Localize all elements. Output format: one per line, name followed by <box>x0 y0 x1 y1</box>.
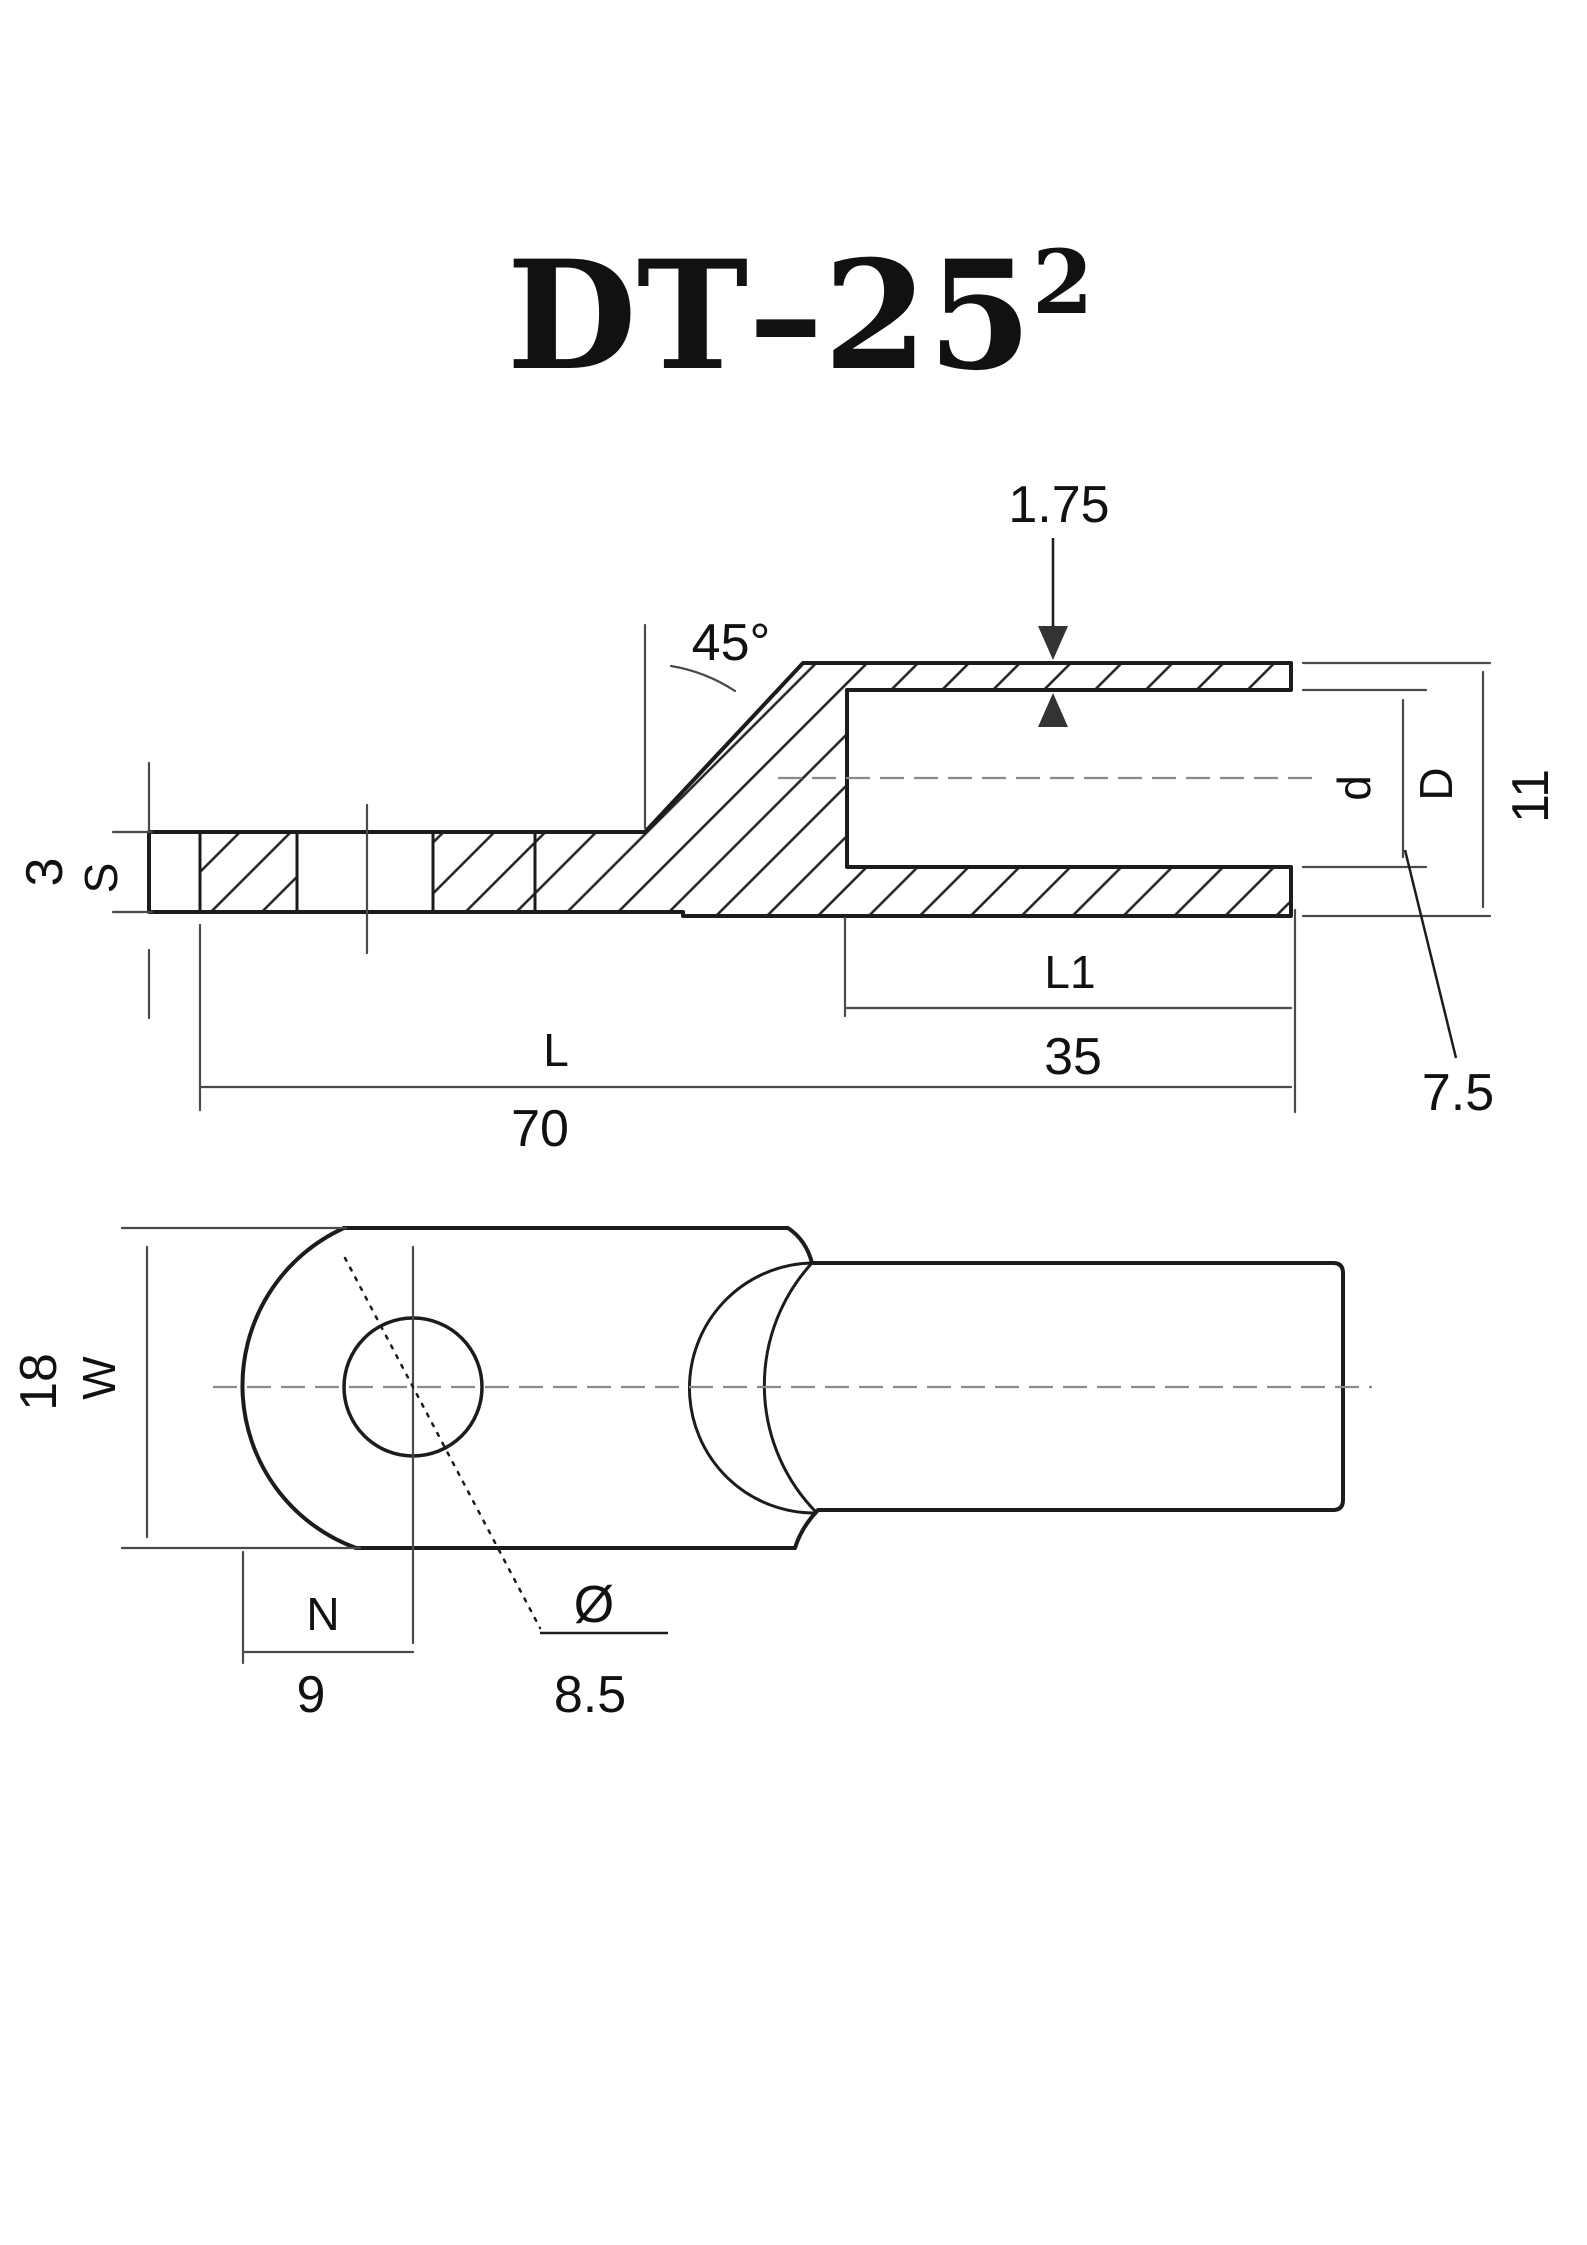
section-hatch-left-block <box>200 832 297 912</box>
D-value: 11 <box>1502 769 1560 823</box>
barrel-mouth-outer-arc <box>687 1261 818 1515</box>
part-title-superscript: 2 <box>1032 230 1093 334</box>
plan-round-end-arc <box>240 1226 358 1550</box>
arrow-up-icon <box>1038 693 1068 727</box>
side-section-view: 45° 1.75 S 3 d D 11 7.5 <box>16 476 1560 1158</box>
angle-arc <box>669 664 737 693</box>
part-title: DT–252 <box>507 228 1094 404</box>
dim-hole-offset: N 9 <box>241 1550 415 1724</box>
section-hatch-body <box>433 663 1291 916</box>
arrow-down-icon <box>1038 626 1068 660</box>
diameter-symbol: Ø <box>574 1576 614 1634</box>
dim-overall-length: L 70 <box>198 923 1293 1158</box>
s-letter: S <box>75 863 127 894</box>
barrel-mouth-inner-arc <box>762 1261 819 1515</box>
diameter-leader-diagonal <box>343 1256 542 1630</box>
dim-width: W 18 <box>10 1226 362 1550</box>
plan-view: W 18 N 9 Ø 8.5 <box>10 1226 1372 1724</box>
s-value: 3 <box>16 858 74 887</box>
dim-barrel-depth: L1 35 <box>843 908 1297 1114</box>
side-view-outline <box>147 661 1293 918</box>
w-letter: W <box>73 1356 125 1400</box>
angle-value: 45° <box>692 614 771 672</box>
D-letter: D <box>1410 767 1462 800</box>
dim-chamfer-angle: 45° <box>643 614 771 830</box>
dim-diameters: d D 11 7.5 <box>1301 661 1560 1122</box>
l1-value: 35 <box>1044 1028 1102 1086</box>
l1-letter: L1 <box>1044 946 1095 998</box>
d-value: 7.5 <box>1422 1064 1494 1122</box>
l-letter: L <box>543 1024 569 1076</box>
n-value: 9 <box>297 1666 326 1724</box>
wall-thickness-value: 1.75 <box>1008 476 1109 534</box>
diameter-value: 8.5 <box>554 1666 626 1724</box>
d-value-leader <box>1403 849 1458 1059</box>
d-letter: d <box>1328 775 1380 801</box>
dim-hole-diameter: Ø 8.5 <box>343 1256 668 1724</box>
dim-palm-thickness: S 3 <box>16 761 151 1020</box>
n-letter: N <box>306 1588 339 1640</box>
l-value: 70 <box>511 1100 569 1158</box>
w-value: 18 <box>10 1353 68 1411</box>
dim-wall-thickness: 1.75 <box>1008 476 1110 727</box>
part-title-model: DT–25 <box>507 228 1032 404</box>
